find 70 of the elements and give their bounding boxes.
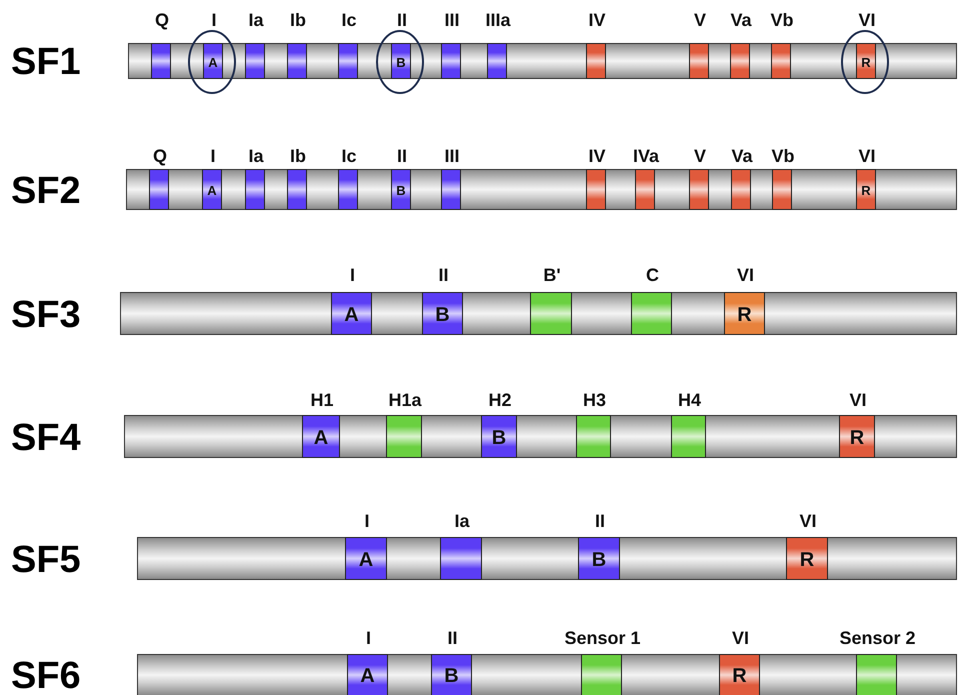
motif-label: IV [588, 11, 606, 29]
motif-label: H1a [388, 391, 422, 409]
motif-label: II [438, 266, 448, 284]
motif-label: IV [588, 147, 606, 165]
motif-label: V [694, 147, 706, 165]
motif-label: VI [732, 629, 749, 647]
motif-letter: A [312, 428, 330, 448]
motif-label: Ia [454, 512, 470, 530]
motif-label: II [397, 11, 407, 29]
motif-label: B' [543, 266, 561, 284]
superfamily-label: SF3 [11, 296, 81, 334]
superfamily-label: SF2 [11, 172, 81, 210]
motif-label: III [444, 11, 460, 29]
motif-letter: A [358, 550, 374, 570]
motif-letter: R [798, 550, 816, 570]
motif-label: I [366, 629, 371, 647]
motif-label: II [448, 629, 458, 647]
motif-label: Ic [342, 11, 356, 29]
motif-letter: R [736, 304, 753, 324]
motif-label: Ib [290, 11, 306, 29]
superfamily-label: SF5 [11, 540, 81, 578]
motif-label: Q [153, 147, 167, 165]
motif-letter: R [731, 666, 748, 686]
motif-label: II [595, 512, 605, 530]
motif-letter: A [343, 304, 360, 324]
motif-label: Va [731, 147, 753, 165]
motif-letter: R [860, 184, 872, 197]
motif-label: I [210, 147, 216, 165]
motif-letter: B [490, 428, 508, 448]
motif-label: II [397, 147, 407, 165]
motif-label: Vb [770, 11, 794, 29]
motif-label: VI [858, 11, 876, 29]
motif-label: Va [730, 11, 752, 29]
motif-letter: A [359, 666, 376, 686]
motif-label: VI [858, 147, 876, 165]
motif-label: I [350, 266, 355, 284]
motif-label: VI [737, 266, 754, 284]
motif-label: Sensor 1 [564, 629, 641, 647]
motif-letter: R [860, 56, 872, 68]
motif-label: Vb [772, 147, 794, 165]
superfamily-label: SF4 [11, 418, 81, 456]
motif-letter: B [434, 304, 451, 324]
motif-label: Q [155, 11, 169, 29]
motif-label: Ia [248, 11, 264, 29]
motif-label: H3 [583, 391, 606, 409]
motif-label: C [646, 266, 659, 284]
motif-letter: A [206, 184, 218, 197]
motif-label: I [212, 11, 216, 29]
motif-letter: B [395, 56, 407, 68]
motif-label: VI [850, 391, 866, 409]
motif-label: H2 [488, 391, 512, 409]
motif-label: H1 [310, 391, 334, 409]
motif-label: Sensor 2 [839, 629, 916, 647]
motif-label: IVa [632, 147, 660, 165]
motif-letter: B [395, 184, 407, 197]
superfamily-label: SF1 [11, 43, 81, 81]
motif-letter: R [848, 428, 866, 448]
motif-label: Ia [248, 147, 264, 165]
motif-label: H4 [678, 391, 701, 409]
motif-letter: B [590, 550, 608, 570]
superfamily-label: SF6 [11, 657, 81, 695]
motif-label: VI [800, 512, 816, 530]
motif-label: IIIa [486, 11, 510, 29]
motif-label: V [694, 11, 706, 29]
motif-letter: A [207, 56, 219, 68]
motif-label: Ib [290, 147, 306, 165]
motif-letter: B [443, 666, 460, 686]
motif-label: III [444, 147, 460, 165]
motif-label: Ic [342, 147, 356, 165]
motif-label: I [364, 512, 370, 530]
